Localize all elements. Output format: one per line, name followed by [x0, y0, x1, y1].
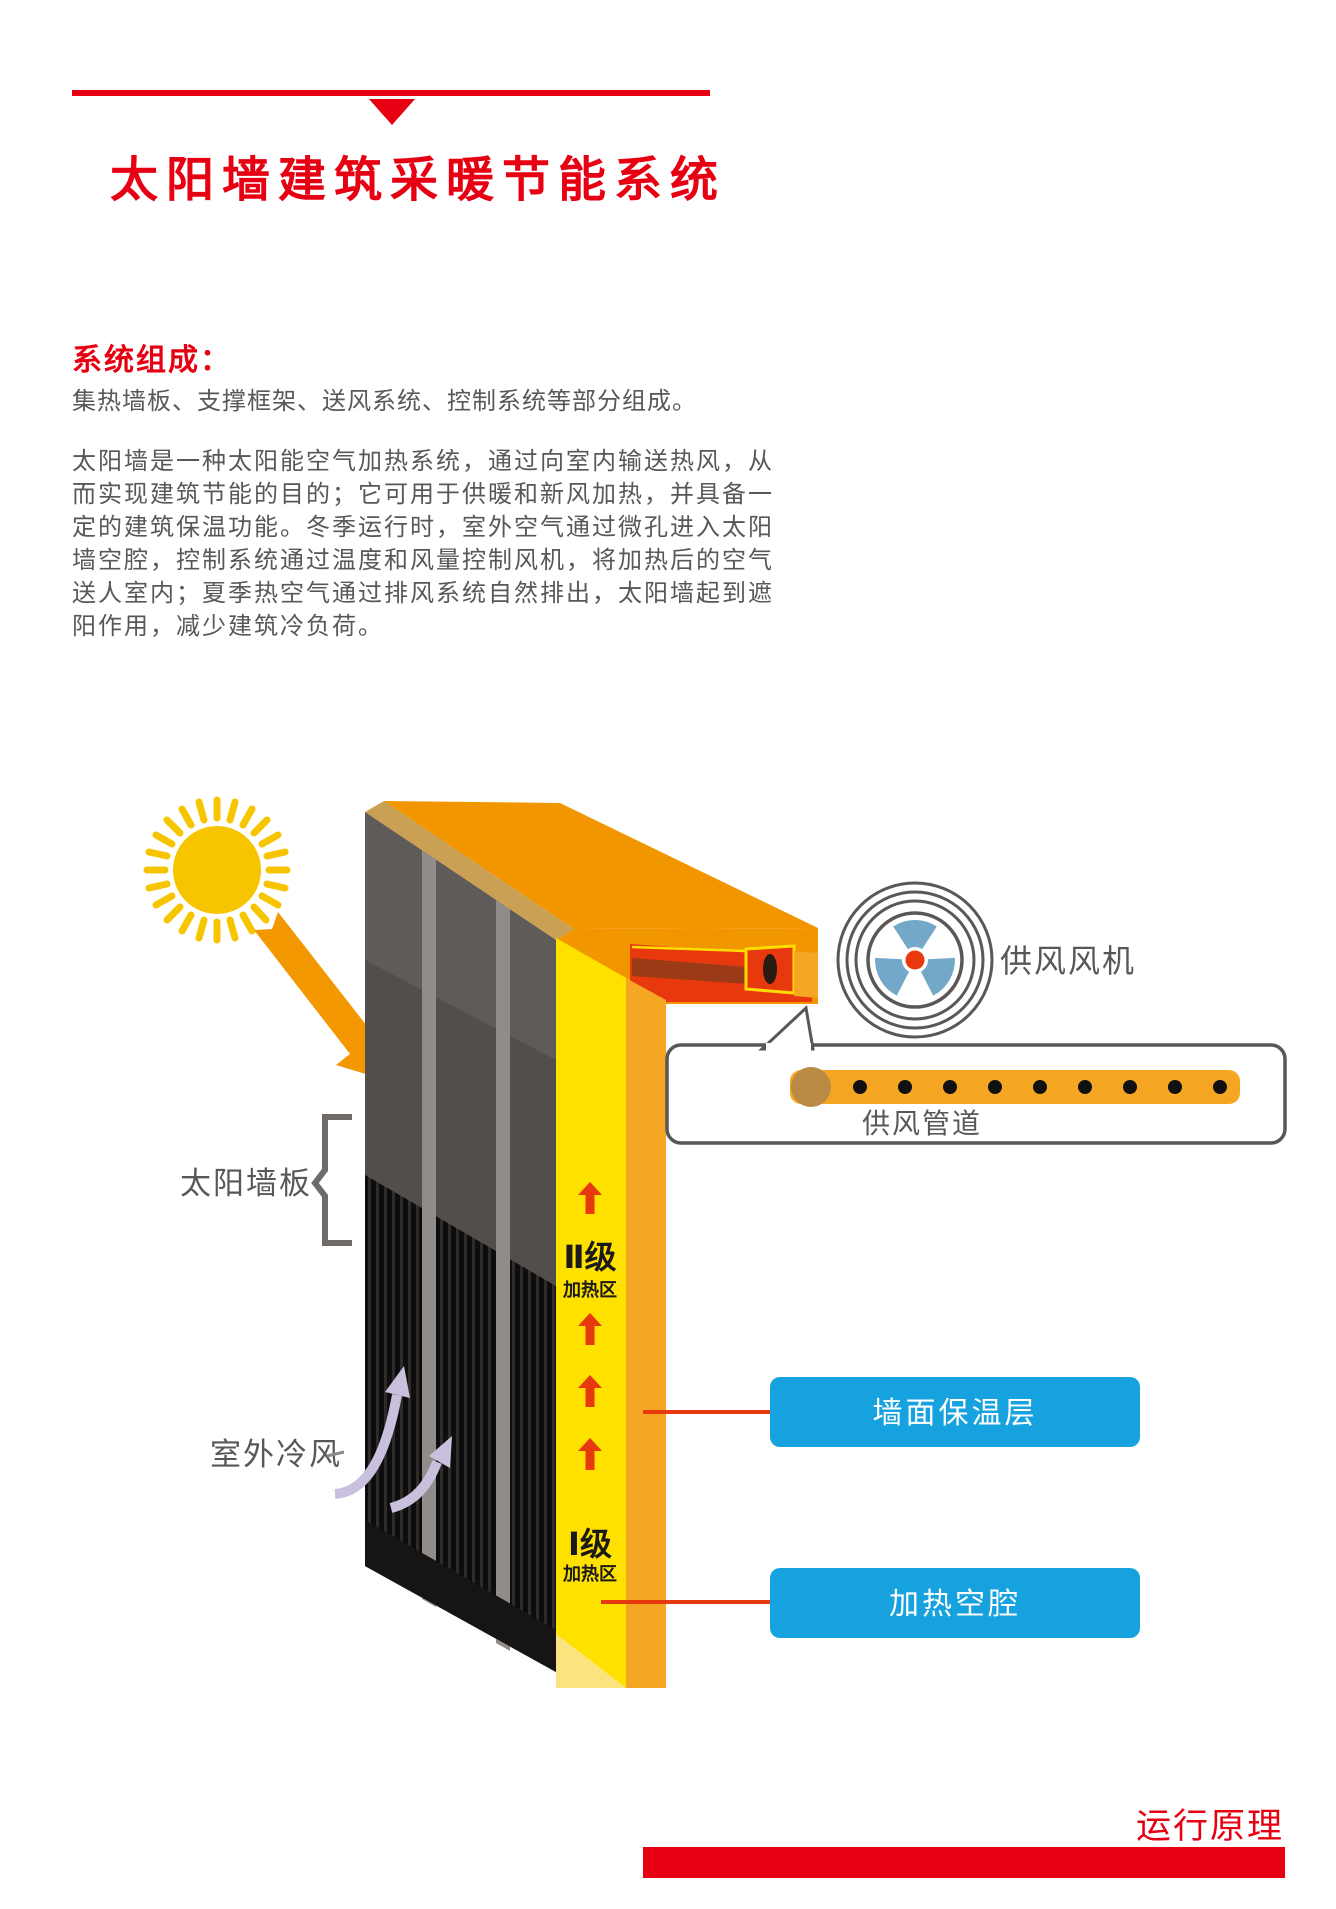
- heating-cavity-strip: [556, 938, 626, 1688]
- cold-air-arrow-icon: [389, 1460, 442, 1513]
- system-components-line: 集热墙板、支撑框架、送风系统、控制系统等部分组成。: [72, 387, 697, 415]
- wall-top-edge-tan: [365, 801, 574, 940]
- up-arrow-icon: [578, 1375, 602, 1407]
- wall-insulation-label: 墙面保温层: [873, 1396, 1038, 1431]
- supply-fan: [836, 881, 994, 1039]
- duct-pipe-end: [791, 1067, 831, 1107]
- fan-blades-icon: [875, 920, 955, 996]
- footer-section-label: 运行原理: [1135, 1807, 1284, 1847]
- heating-cavity-label: 加热空腔: [889, 1587, 1021, 1622]
- collector-duct: [630, 944, 818, 1002]
- cold-air-arrows: [334, 1366, 452, 1513]
- panel-brace: [311, 1114, 352, 1246]
- up-arrow-icon: [578, 1182, 602, 1214]
- fan-hub-dot: [905, 950, 925, 970]
- cold-air-arrow-icon: [334, 1394, 402, 1499]
- supply-duct-callout: 供风管道: [665, 1005, 1287, 1145]
- fan-ring: [854, 899, 976, 1021]
- duct-yellow-trim: [631, 945, 747, 953]
- hot-air-up-arrows: [578, 1182, 602, 1470]
- up-arrow-icon: [578, 1438, 602, 1470]
- duct-dark-band: [632, 958, 748, 984]
- wall-insulation-callout: 墙面保温层: [770, 1377, 1140, 1447]
- solar-wall-front-face: [365, 812, 556, 1672]
- zone2-level-label: Ⅱ级: [563, 1238, 616, 1276]
- cold-air-tick: [326, 1450, 345, 1458]
- zone1-name-label: 加热区: [562, 1563, 617, 1585]
- sun-rays: [143, 796, 291, 944]
- solar-wall-panel-label: 太阳墙板: [180, 1166, 312, 1202]
- header-triangle-icon: [369, 99, 415, 125]
- duct-outlet-nub: [794, 951, 818, 998]
- duct-pipe: [790, 1070, 1240, 1104]
- cold-air-arrowhead: [429, 1436, 452, 1468]
- cold-air-arrowhead: [385, 1366, 410, 1398]
- wall-insulation-box: [770, 1377, 1140, 1447]
- section-heading: 系统组成：: [72, 343, 232, 378]
- fan-ring: [866, 911, 964, 1009]
- heating-cavity-box: [770, 1568, 1140, 1638]
- duct-bubble-tail: [758, 1005, 815, 1051]
- duct-bubble-tail-mask: [766, 1043, 811, 1051]
- wall-panel-seam: [422, 850, 436, 1607]
- footer-bar: [643, 1847, 1285, 1878]
- wall-top-face-orange: [384, 801, 818, 929]
- duct-opening-hole: [763, 954, 777, 984]
- heating-cavity-strip-light: [556, 1634, 626, 1688]
- zone2-name-label: 加热区: [562, 1279, 617, 1301]
- sun-core: [173, 826, 261, 914]
- wall-panel-seam: [496, 900, 510, 1651]
- sun-icon: [143, 796, 291, 944]
- fan-ring: [845, 890, 985, 1030]
- supply-fan-label: 供风风机: [1000, 942, 1136, 980]
- supply-duct-label: 供风管道: [862, 1107, 982, 1140]
- header-rule: [72, 90, 710, 96]
- insulation-strip: [626, 978, 666, 1688]
- page-title: 太阳墙建筑采暖节能系统: [110, 152, 727, 208]
- system-description: 太阳墙是一种太阳能空气加热系统，通过向室内输送热风，从 而实现建筑节能的目的；它…: [72, 447, 774, 640]
- heating-cavity-callout: 加热空腔: [770, 1568, 1140, 1638]
- zone1-level-label: Ⅰ级: [568, 1525, 612, 1563]
- outdoor-cold-air-label: 室外冷风: [210, 1437, 342, 1473]
- duct-pipe-holes: [853, 1080, 1227, 1094]
- sunlight-arrow-icon: [254, 912, 392, 1082]
- wall-bottom-shadow: [365, 1520, 556, 1672]
- up-arrow-icon: [578, 1313, 602, 1345]
